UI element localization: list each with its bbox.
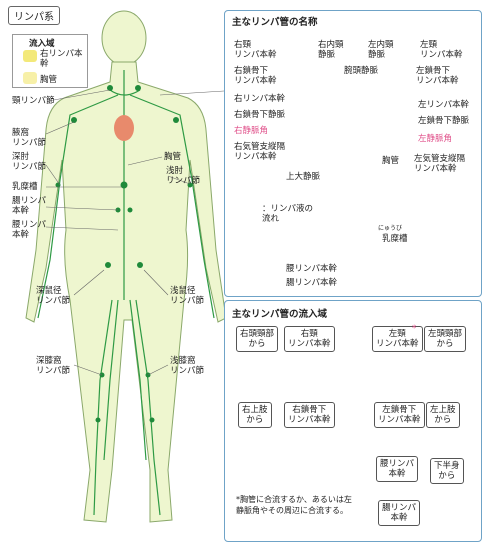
callout-intestinal-trunk: 腸リンパ 本幹 <box>378 500 421 526</box>
legend-swatch-thoracic <box>23 72 37 84</box>
panel-top-title: 主なリンパ管の名称 <box>232 17 318 28</box>
legend-item-thoracic: 胸管 <box>40 75 58 85</box>
callout-left-jugular: 左頸 リンパ本幹 <box>372 326 423 352</box>
label-brachiocephalic-vein: 腕頭静脈 <box>344 66 379 76</box>
label-superficial-inguinal: 浅鼠径 リンパ節 <box>170 286 205 306</box>
heart-icon <box>114 115 134 141</box>
panel-bottom-title: 主なリンパ管の流入域 <box>232 309 328 320</box>
label-axillary-nodes: 腋窩 リンパ節 <box>12 128 47 148</box>
label-right-bronchomediastinal: 右気管支縦隔 リンパ本幹 <box>234 142 286 162</box>
asterisk-mark: * <box>412 324 417 334</box>
callout-lower-body: 下半身 から <box>430 458 464 484</box>
callout-left-upper-limb: 左上肢 から <box>426 402 460 428</box>
callout-lumbar-trunk: 腰リンパ 本幹 <box>376 456 419 482</box>
label-lumbar-trunk: 腰リンパ 本幹 <box>12 220 47 240</box>
legend-swatch-right <box>23 50 37 62</box>
label-left-internal-jugular-vein: 左内頸 静脈 <box>368 40 394 60</box>
body-lymph-nodes <box>55 85 193 423</box>
label-cubital-nodes: 深肘 リンパ節 <box>12 152 47 172</box>
label-right-lymph-duct: 右リンパ本幹 <box>234 94 286 104</box>
label-right-subclavian-trunk: 右鎖骨下 リンパ本幹 <box>234 66 277 86</box>
label-cisterna: 乳糜槽 <box>12 182 38 192</box>
label-cisterna-ruby: にゅうび <box>378 225 403 232</box>
label-intestinal-trunk-top: 腸リンパ本幹 <box>286 278 338 288</box>
label-cervical-nodes: 頸リンパ節 <box>12 96 55 106</box>
body-leader-lines <box>45 89 241 376</box>
label-left-bronchomediastinal: 左気管支縦隔 リンパ本幹 <box>414 154 466 174</box>
label-left-venous-angle: 左静脈角 <box>418 134 453 144</box>
label-deep-popliteal: 深膝窩 リンパ節 <box>36 356 71 376</box>
callout-right-subclavian: 右鎖骨下 リンパ本幹 <box>284 402 335 428</box>
label-superficial-popliteal: 浅膝窩 リンパ節 <box>170 356 205 376</box>
label-deep-inguinal: 深鼠径 リンパ節 <box>36 286 71 306</box>
label-svc: 上大静脈 <box>286 172 321 182</box>
label-lumbar-trunk-top: 腰リンパ本幹 <box>286 264 338 274</box>
label-right-internal-jugular-vein: 右内頸 静脈 <box>318 40 344 60</box>
label-intestinal-trunk: 腸リンパ 本幹 <box>12 196 47 216</box>
callout-right-upper-limb: 右上肢 から <box>238 402 272 428</box>
note-thoracic-merge: *胸管に合流するか、あるいは左静脈角やその周辺に合流する。 <box>236 495 352 515</box>
label-left-subclavian-trunk: 左鎖骨下 リンパ本幹 <box>416 66 459 86</box>
panel-lymph-names <box>224 10 482 297</box>
callout-right-jugular: 右頸 リンパ本幹 <box>284 326 335 352</box>
legend-item-right-duct: 右リンパ本幹 <box>40 49 83 69</box>
figure-title: リンパ系 <box>8 6 60 25</box>
label-superficial-cubital: 浅肘 リンパ節 <box>166 166 201 186</box>
label-right-venous-angle: 右静脈角 <box>234 126 269 136</box>
legend: 流入域 右リンパ本幹 胸管 <box>12 34 88 88</box>
callout-left-head-neck: 左頭頸部 から <box>424 326 467 352</box>
label-cisterna-top: 乳糜槽 <box>382 234 408 244</box>
label-left-lymph-duct: 左リンパ本幹 <box>418 100 470 110</box>
label-right-jugular-trunk: 右頸 リンパ本幹 <box>234 40 277 60</box>
callout-right-head-neck: 右頭頸部 から <box>236 326 279 352</box>
legend-title: 流入域 <box>29 39 55 49</box>
label-flow-legend: ：リンパ液の 流れ <box>262 204 314 224</box>
label-thoracic-duct-top: 胸管 <box>382 156 400 166</box>
callout-left-subclavian: 左鎖骨下 リンパ本幹 <box>374 402 425 428</box>
label-thoracic-duct: 胸管 <box>164 152 182 162</box>
label-right-subclavian-vein: 右鎖骨下静脈 <box>234 110 286 120</box>
label-left-jugular-trunk: 左頸 リンパ本幹 <box>420 40 463 60</box>
label-left-subclavian-vein: 左鎖骨下静脈 <box>418 116 470 126</box>
